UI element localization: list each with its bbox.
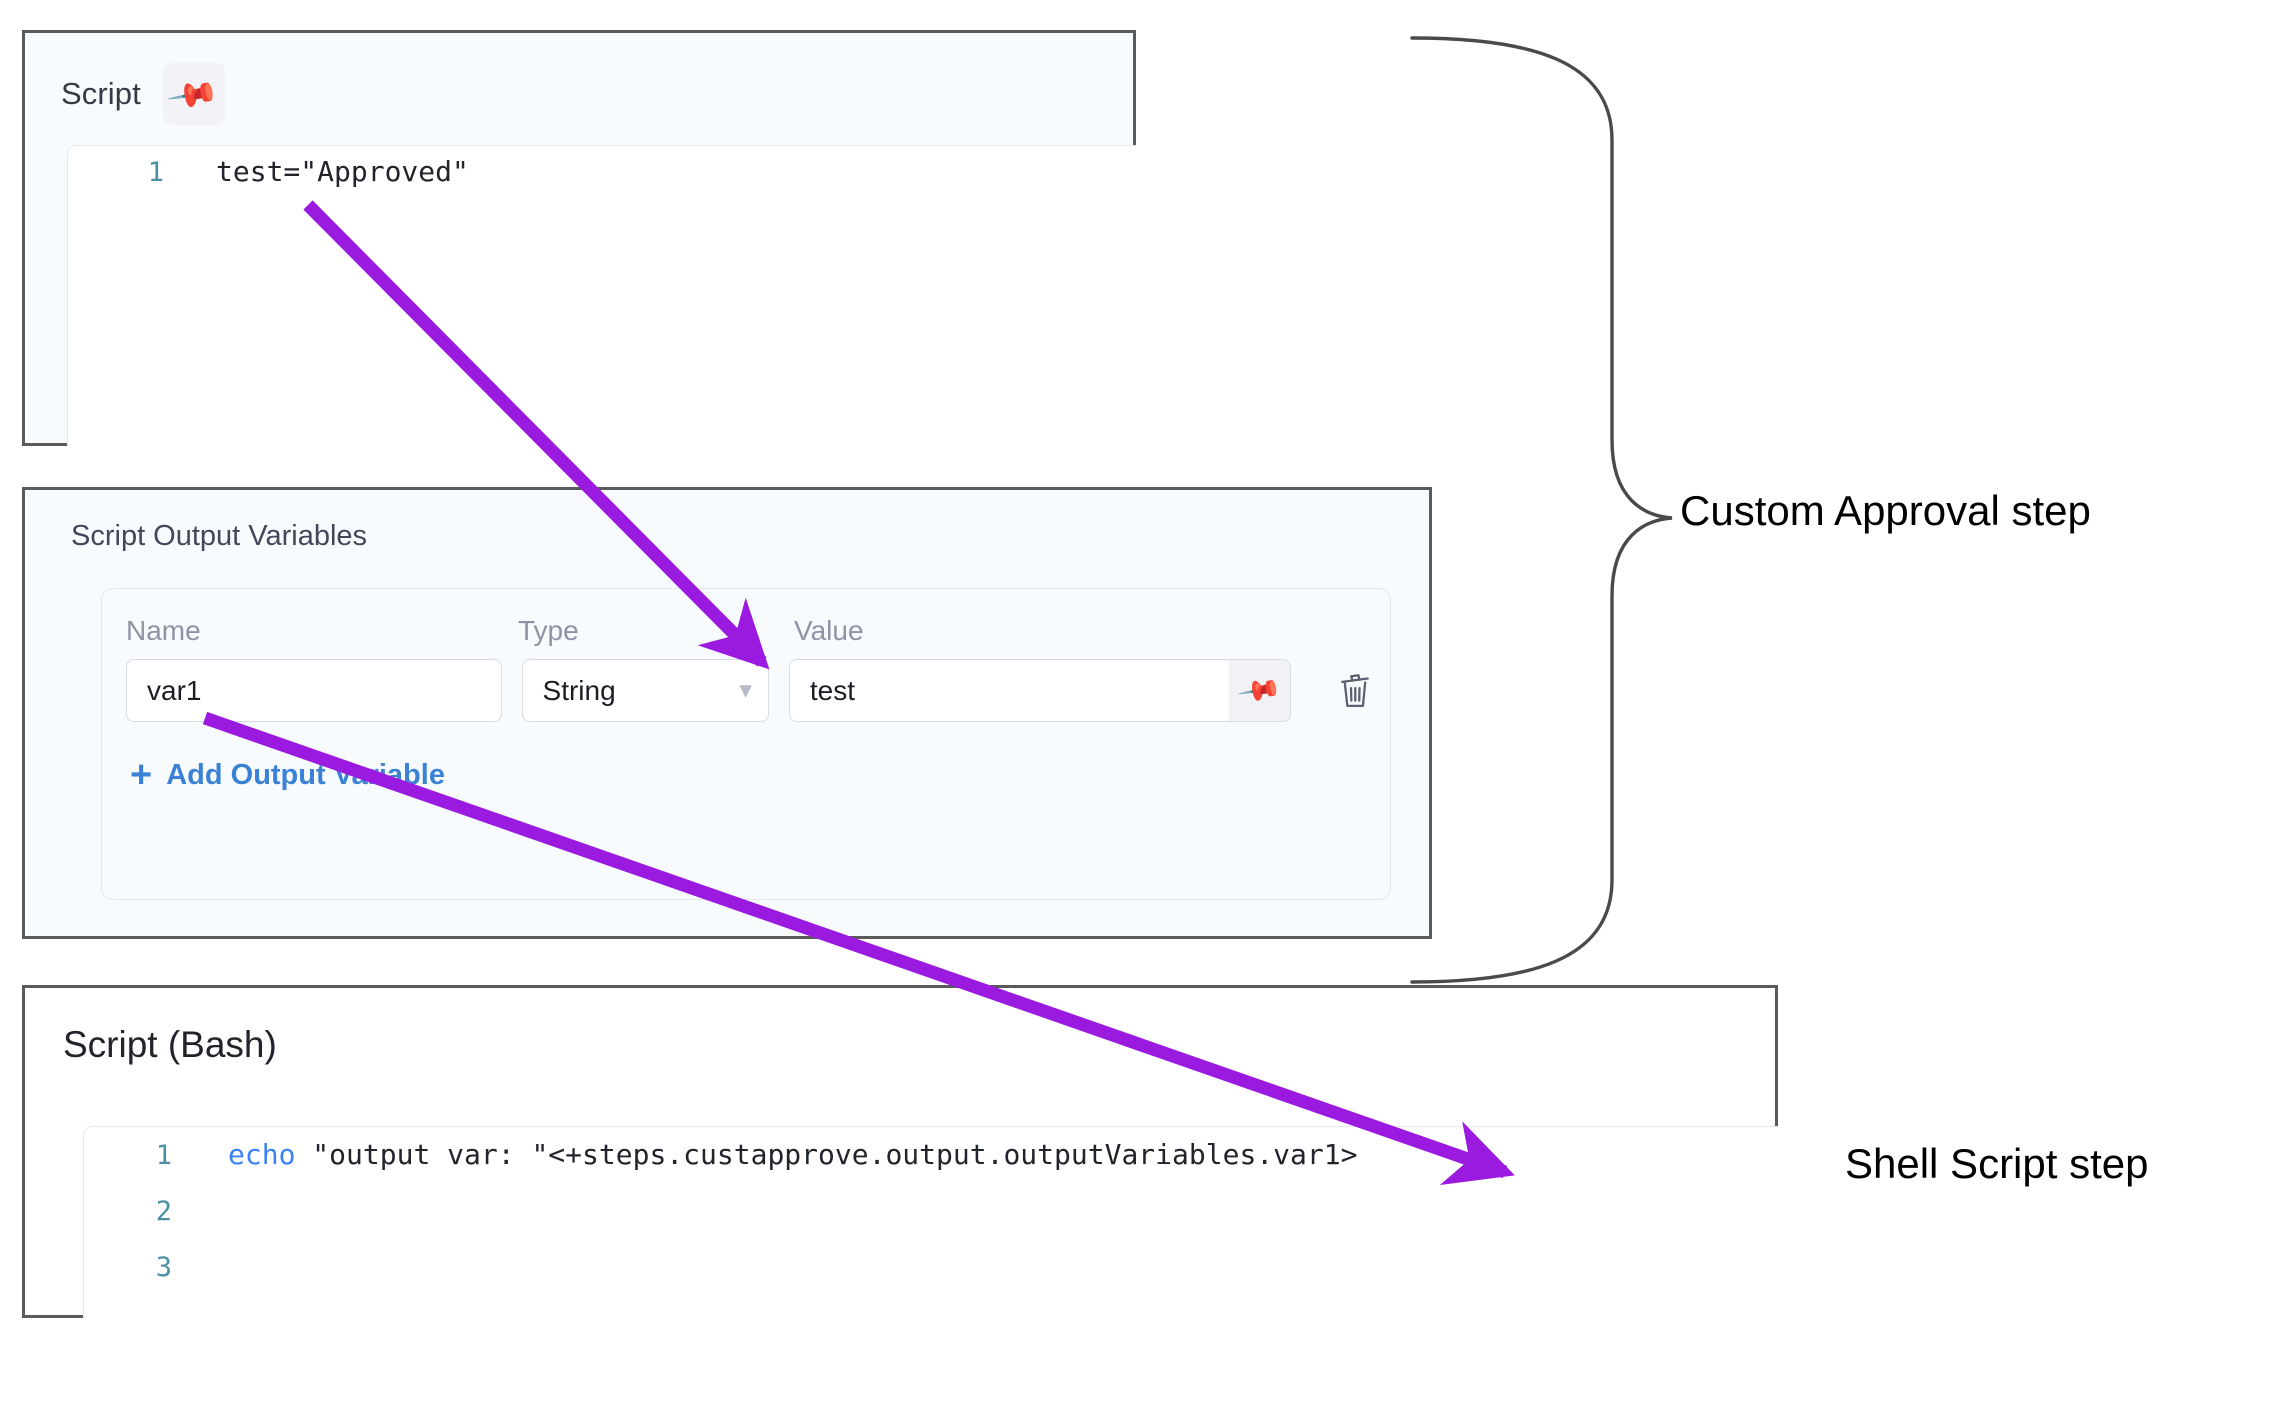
pin-icon: 📌 [166,67,222,121]
add-output-variable-label: Add Output Variable [166,758,445,791]
curly-brace-connector [1410,36,1673,984]
pin-icon: 📌 [1236,667,1283,713]
bash-code-editor[interactable]: 1 echo "output var: "<+steps.custapprove… [83,1126,1778,1318]
script-panel: Script 📌 1 test="Approved" [22,30,1136,446]
variable-value-input[interactable]: test [788,659,1229,722]
code-line-rest: "output var: "<+steps.custapprove.output… [295,1138,1358,1171]
output-variable-row: var1 String ▾ test 📌 [102,647,1390,722]
code-line: 1 test="Approved" [68,146,1136,199]
column-header-type: Type [518,615,579,646]
script-pin-button[interactable]: 📌 [162,63,225,125]
bash-script-panel: Script (Bash) 1 echo "output var: "<+ste… [22,985,1778,1318]
output-variables-column-headers: Name Type Value [102,589,1390,647]
code-line: 2 [84,1184,1778,1240]
script-panel-header: Script 📌 [25,33,1133,125]
variable-type-select[interactable]: String ▾ [521,659,769,722]
variable-value-group: test 📌 [788,659,1291,722]
code-line: 1 echo "output var: "<+steps.custapprove… [84,1127,1778,1184]
line-number: 1 [155,1140,172,1171]
column-header-value: Value [794,615,864,646]
keyword-echo: echo [228,1138,296,1171]
add-output-variable-button[interactable]: + Add Output Variable [102,722,1390,794]
trash-icon [1341,673,1370,707]
line-number: 2 [155,1196,172,1227]
code-line-text: echo "output var: "<+steps.custapprove.o… [172,1127,1357,1183]
script-output-variables-panel: Script Output Variables Name Type Value … [22,487,1432,939]
code-line: 3 [84,1240,1778,1296]
code-line-text: test="Approved" [216,155,469,188]
line-number: 3 [155,1252,172,1283]
variable-name-input[interactable]: var1 [126,659,502,722]
chevron-down-icon: ▾ [739,676,752,704]
bash-panel-title: Script (Bash) [63,1024,277,1065]
delete-variable-button[interactable] [1321,659,1390,722]
custom-approval-step-label: Custom Approval step [1680,487,2091,534]
script-code-editor[interactable]: 1 test="Approved" [67,145,1136,446]
column-header-name: Name [126,615,201,646]
plus-icon: + [130,754,153,796]
variable-type-value: String [542,674,616,706]
shell-script-step-label: Shell Script step [1845,1140,2149,1187]
line-number: 1 [147,157,164,188]
script-panel-title: Script [61,76,141,111]
output-variables-title: Script Output Variables [71,520,368,552]
output-variables-card: Name Type Value var1 String ▾ test 📌 [101,588,1391,900]
variable-value-pin-button[interactable]: 📌 [1228,659,1291,722]
